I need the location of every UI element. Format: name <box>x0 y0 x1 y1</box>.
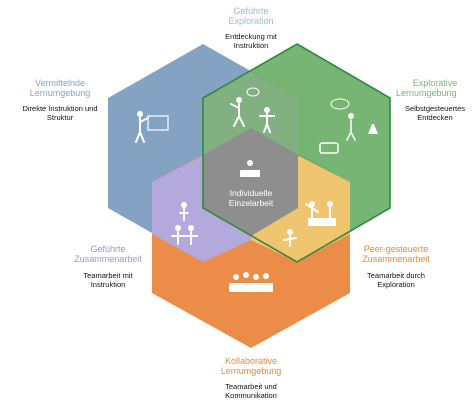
collaborative-title-1: Kollaborative <box>224 356 278 366</box>
peer-title-1: Peer-gesteuerte <box>363 244 429 254</box>
label-guided-collaboration: Geführte Zusammenarbeit Teamarbeit mit I… <box>62 244 154 289</box>
label-individual: Individuelle Einzelarbeit <box>212 188 290 208</box>
explorative-desc-2: Entdecken <box>417 113 453 122</box>
explorative-desc-1: Selbstgesteuertes <box>404 104 466 113</box>
guided-collab-desc-2: Instruktion <box>90 280 126 289</box>
explorative-title-2: Lernumgebung <box>396 88 457 98</box>
guided-exploration-desc-1: Entdeckung mit <box>225 32 277 41</box>
mediating-title-2: Lernumgebung <box>29 88 91 98</box>
label-mediating: Vermittelnde Lernumgebung Direkte Instru… <box>10 78 110 122</box>
mediating-desc-1: Direkte Instruktion und <box>22 104 98 113</box>
mediating-title-1: Vermittelnde <box>34 78 86 88</box>
guided-exploration-title-2: Exploration <box>228 16 274 26</box>
center-individual <box>203 128 298 236</box>
peer-desc-2: Exploration <box>377 280 415 289</box>
mediating-desc-2: Struktur <box>46 113 74 122</box>
guided-collab-desc-1: Teamarbeit mit <box>83 271 133 280</box>
collaborative-desc-2: Kommunikation <box>225 391 277 400</box>
explorative-title-1: Explorative <box>412 78 458 88</box>
guided-exploration-figures-icon <box>230 87 275 133</box>
label-collaborative: Kollaborative Lernumgebung Teamarbeit un… <box>205 356 297 400</box>
peer-collaboration-figures-icon <box>283 201 336 247</box>
teacher-board-icon <box>135 111 169 143</box>
label-peer-collaboration: Peer-gesteuerte Zusammenarbeit Teamarbei… <box>348 244 444 289</box>
individual-title-1: Individuelle <box>229 188 273 198</box>
label-explorative: Explorative Lernumgebung Selbstgesteuert… <box>396 78 474 122</box>
collaborative-desc-1: Teamarbeit und <box>225 382 277 391</box>
peer-desc-1: Teamarbeit durch <box>367 271 425 280</box>
individual-desk-icon <box>240 160 260 177</box>
vr-explore-icon <box>319 98 378 154</box>
peer-title-2: Zusammenarbeit <box>362 254 430 264</box>
label-guided-exploration: Geführte Exploration Entdeckung mit Inst… <box>205 6 297 50</box>
explorative-outline <box>202 43 391 263</box>
collaborative-title-2: Lernumgebung <box>220 366 282 376</box>
collaborative-group-icon <box>229 272 273 292</box>
guided-collaboration-figures-icon <box>171 202 198 245</box>
guided-collab-title-1: Geführte <box>90 244 126 254</box>
guided-collab-title-2: Zusammenarbeit <box>74 254 142 264</box>
individual-title-2: Einzelarbeit <box>228 198 274 208</box>
guided-exploration-title-1: Geführte <box>233 6 269 16</box>
guided-exploration-desc-2: Instruktion <box>233 41 269 50</box>
